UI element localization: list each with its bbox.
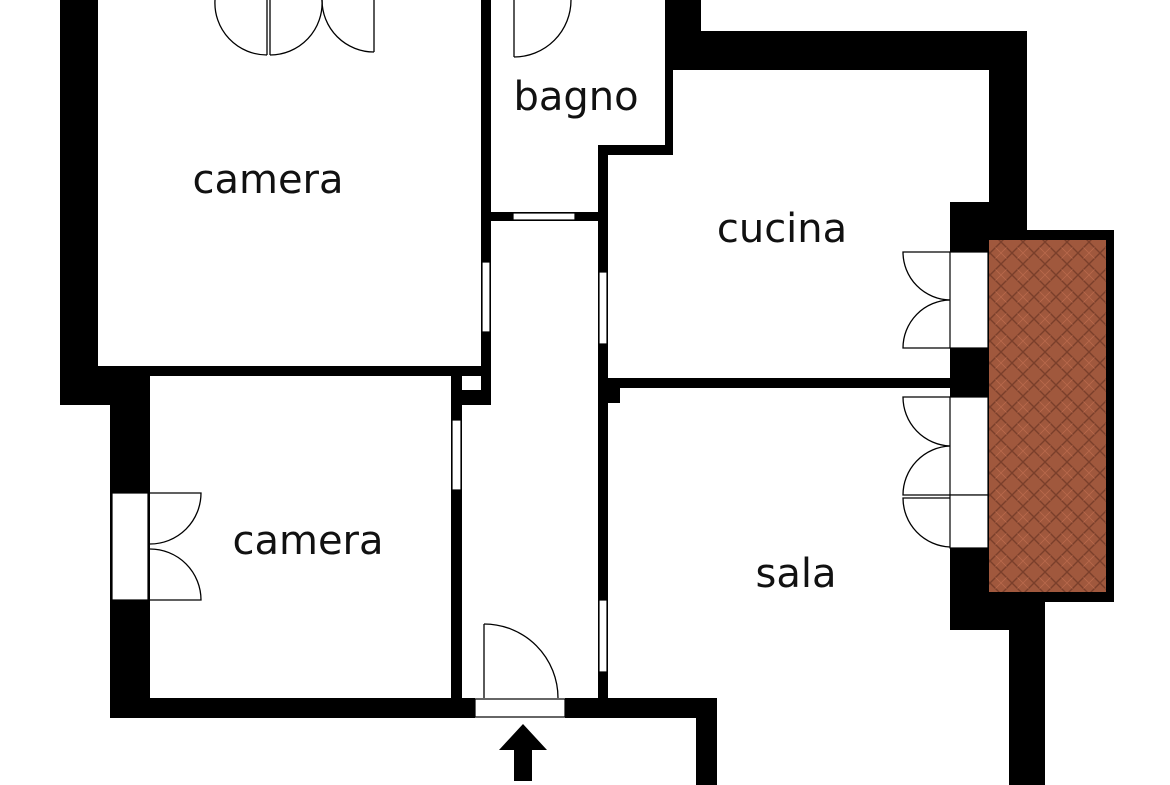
door-entrance — [483, 623, 559, 699]
room-label-camera-bottom: camera — [232, 518, 383, 564]
door-camera-top — [214, 0, 375, 56]
room-label-sala: sala — [756, 551, 837, 597]
door-camera-bottom-window — [149, 492, 202, 601]
room-label-cucina: cucina — [717, 206, 847, 252]
room-label-camera-top: camera — [192, 157, 343, 203]
interior-walls — [98, 0, 950, 716]
arrow-up-icon — [499, 724, 547, 781]
openings — [111, 212, 989, 718]
balcony-floor — [989, 240, 1106, 592]
door-bagno — [513, 0, 572, 58]
room-label-bagno: bagno — [513, 74, 638, 120]
door-cucina-window — [902, 251, 951, 349]
door-sala-window — [902, 396, 951, 548]
